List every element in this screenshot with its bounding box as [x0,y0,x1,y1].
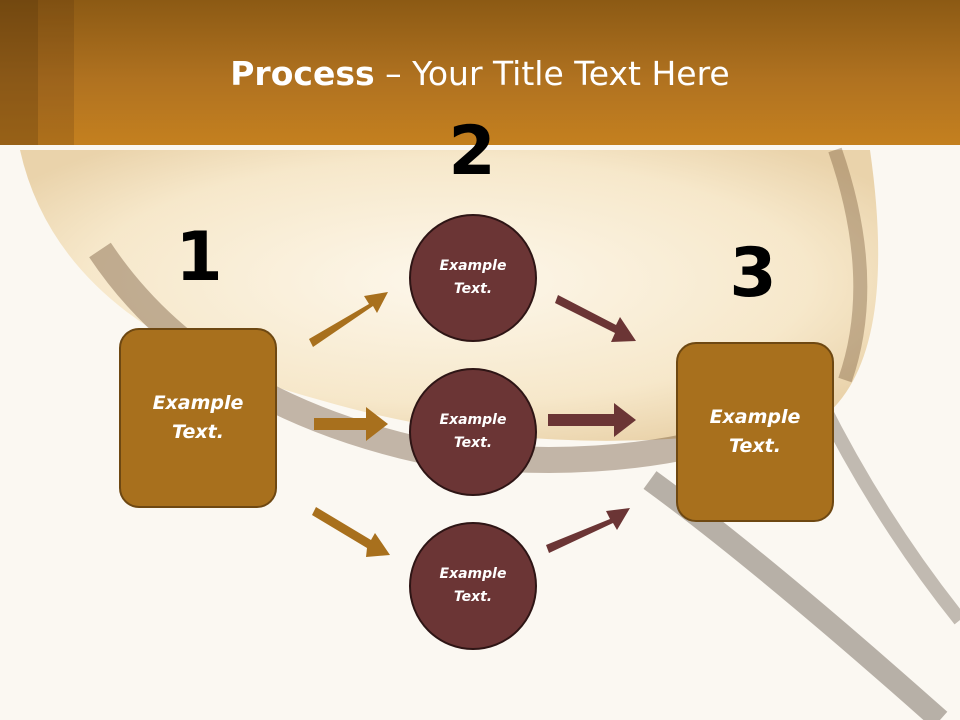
step-2-bottom-circle: Example Text. [409,522,537,650]
step-1-text: Example Text. [152,392,244,443]
title-bar [0,0,960,145]
step-3-text: Example Text. [709,406,801,457]
arrow-from-bottom-circle [546,508,630,553]
step-2-top-text: Example Text. [439,258,507,297]
step-2-middle-text: Example Text. [439,412,507,451]
step-2-bottom-text: Example Text. [439,566,507,605]
arrow-to-middle-circle [314,407,388,441]
arrow-to-top-circle [309,292,388,347]
step-3-number: 3 [729,234,777,313]
arrow-from-middle-circle [548,403,636,437]
step-1-box: Example Text. [119,328,277,508]
slide-title-rest: – Your Title Text Here [374,54,730,93]
slide-title-bold: Process [230,54,375,93]
step-1-number: 1 [175,218,223,297]
step-2-number: 2 [448,112,496,191]
arrow-from-top-circle [555,295,636,342]
step-3-box: Example Text. [676,342,834,522]
arrow-to-bottom-circle [312,507,390,557]
arrow-group-left [309,292,390,557]
slide-title: Process – Your Title Text Here [0,52,960,96]
title-bar-accent [0,0,38,145]
title-bar-accent [38,0,74,145]
step-2-middle-circle: Example Text. [409,368,537,496]
arrow-group-right [546,295,636,553]
step-2-top-circle: Example Text. [409,214,537,342]
